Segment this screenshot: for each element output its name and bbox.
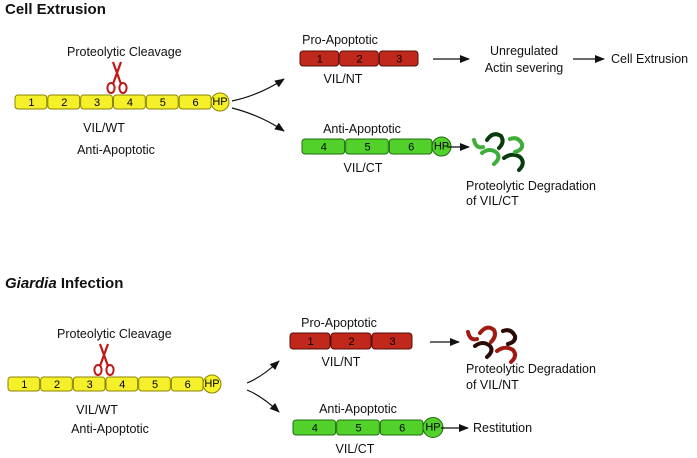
domain-label: 3 [389, 336, 395, 348]
panel-title: Cell Extrusion [5, 1, 106, 18]
cleavage-label: Proteolytic Cleavage [67, 45, 182, 59]
scissors-icon [93, 343, 115, 376]
vil-wt-protein: 1 2 3 4 5 6 HP [7, 374, 222, 394]
degraded-peptide-icon [472, 132, 525, 172]
domain-segment [301, 138, 346, 155]
degraded-peptide-icon [466, 325, 518, 364]
outcome-restitution: Restitution [473, 421, 532, 435]
scissors-icon [106, 61, 128, 94]
vil-wt-name: VIL/WT [76, 403, 118, 417]
panel-cell-extrusion: Cell Extrusion Proteolytic Cleavage 1 2 3 4… [5, 1, 688, 208]
domain-label: 3 [87, 379, 93, 391]
vil-ct-protein: 4 5 6 HP [292, 417, 444, 438]
domain-segment [145, 94, 179, 110]
domain-segment [299, 50, 340, 67]
domain-label: 2 [61, 97, 67, 109]
vil-wt-role: Anti-Apoptotic [71, 422, 149, 436]
headpiece-domain [210, 92, 230, 112]
domain-label: 1 [317, 54, 323, 66]
domain-segment [105, 376, 139, 392]
domain-segment [336, 419, 380, 436]
domain-segment [330, 332, 372, 350]
panel-giardia-infection: Giardia Infection Proteolytic Cleavage 1… [5, 275, 596, 456]
domain-label: 4 [119, 379, 125, 391]
arrow-to-nt [231, 78, 285, 102]
domain-label: 6 [408, 142, 414, 154]
arrow-to-ct [231, 107, 285, 132]
domain-segment [72, 376, 106, 392]
domain-label: 3 [396, 54, 402, 66]
domain-label: 4 [127, 97, 133, 109]
panel-title: Giardia Infection [5, 275, 123, 292]
domain-segment [289, 332, 331, 350]
domain-label: 1 [28, 97, 34, 109]
domain-segment [345, 138, 389, 155]
nt-role: Pro-Apoptotic [301, 316, 377, 330]
headpiece-label: HP [204, 378, 219, 390]
ct-name: VIL/CT [344, 161, 383, 175]
domain-segment [339, 50, 379, 67]
domain-segment [7, 376, 41, 392]
domain-label: 6 [185, 379, 191, 391]
outcome-unregulated: Unregulated [490, 44, 558, 58]
nt-role: Pro-Apoptotic [302, 33, 378, 47]
domain-label: 4 [321, 142, 327, 154]
ct-role: Anti-Apoptotic [323, 122, 401, 136]
vil-ct-protein: 4 5 6 HP [301, 136, 452, 157]
vil-wt-protein: 1 2 3 4 5 6 HP [14, 92, 230, 112]
vil-wt-role: Anti-Apoptotic [77, 143, 155, 157]
cleavage-label: Proteolytic Cleavage [57, 327, 172, 341]
degradation-line2: of VIL/NT [466, 378, 519, 392]
outcome-cell-extrusion: Cell Extrusion [611, 52, 688, 66]
domain-label: 6 [399, 423, 405, 435]
domain-label: 6 [193, 97, 199, 109]
domain-segment [47, 94, 81, 110]
domain-label: 4 [312, 423, 318, 435]
headpiece-label: HP [434, 141, 449, 153]
vil-nt-protein: 1 2 3 [289, 332, 413, 350]
arrow-to-nt [246, 360, 280, 384]
domain-segment [80, 94, 113, 110]
outcome-actin-severing: Actin severing [485, 61, 564, 75]
degradation-line1: Proteolytic Degradation [466, 179, 596, 193]
title-italic: Giardia [5, 275, 57, 292]
domain-label: 5 [355, 423, 361, 435]
nt-name: VIL/NT [322, 355, 361, 369]
nt-name: VIL/NT [324, 72, 363, 86]
ct-role: Anti-Apoptotic [319, 402, 397, 416]
vil-nt-protein: 1 2 3 [299, 50, 419, 67]
domain-label: 1 [307, 336, 313, 348]
domain-label: 5 [152, 379, 158, 391]
domain-label: 1 [21, 379, 27, 391]
title-rest: Infection [57, 275, 124, 292]
degradation-line2: of VIL/CT [466, 194, 519, 208]
domain-label: 3 [94, 97, 100, 109]
degradation-line1: Proteolytic Degradation [466, 362, 596, 376]
domain-segment [378, 50, 419, 67]
headpiece-label: HP [425, 422, 440, 434]
domain-segment [14, 94, 48, 110]
domain-label: 2 [348, 336, 354, 348]
domain-label: 5 [160, 97, 166, 109]
headpiece-label: HP [212, 96, 227, 108]
ct-name: VIL/CT [336, 442, 375, 456]
domain-label: 5 [364, 142, 370, 154]
domain-label: 2 [356, 54, 362, 66]
domain-segment [40, 376, 73, 392]
domain-segment [292, 419, 337, 436]
vil-wt-name: VIL/WT [83, 121, 125, 135]
headpiece-domain [202, 374, 222, 394]
domain-label: 2 [54, 379, 60, 391]
domain-segment [371, 332, 413, 350]
domain-segment [113, 94, 146, 110]
arrow-to-ct [246, 389, 280, 413]
domain-segment [138, 376, 171, 392]
